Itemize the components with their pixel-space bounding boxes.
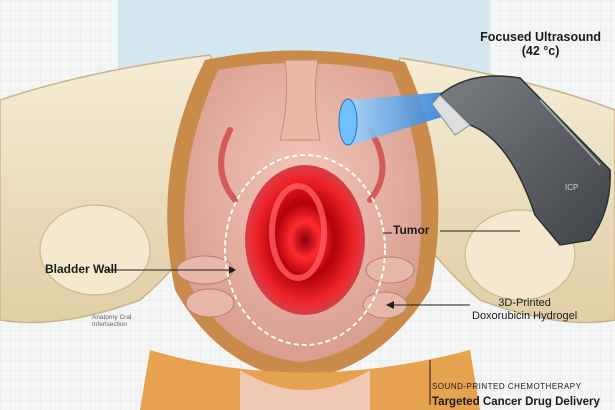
title-line-2: (42 °c) xyxy=(521,44,560,59)
tumor-label: Tumor xyxy=(393,223,430,237)
sound-printed-label: SOUND-PRINTED CHEMOTHERAPY xyxy=(432,382,582,391)
bladder-wall-outline xyxy=(224,154,386,346)
femoral-head-right xyxy=(464,209,576,301)
hydrogel-callout-arrow xyxy=(386,301,394,309)
anatomy-note-line-1: Anatomy Cral xyxy=(92,314,132,321)
colon-column xyxy=(279,59,321,141)
hydrogel-label: 3D-Printed Doxorubicin Hydrogel xyxy=(472,297,577,322)
vessel-left xyxy=(218,127,238,203)
pelvic-floor xyxy=(140,350,480,410)
femoral-head-left xyxy=(39,204,151,296)
organ-lobe-3 xyxy=(365,256,415,284)
tumor-core-ring xyxy=(269,183,327,281)
ultrasound-probe-icon: ICP xyxy=(431,75,611,246)
bladder-callout-arrow xyxy=(229,266,236,274)
beam-focus xyxy=(338,98,358,146)
svg-text:ICP: ICP xyxy=(565,183,578,192)
anatomy-note-label: Anatomy Cral Inferisection xyxy=(92,314,131,329)
targeted-delivery-label: Targeted Cancer Drug Delivery xyxy=(432,396,600,408)
anatomy-note-line-2: Inferisection xyxy=(92,321,128,329)
hydrogel-line-2: Doxorubicin Hydrogel xyxy=(472,309,578,322)
perineum xyxy=(240,370,370,410)
ultrasound-beam xyxy=(344,92,445,145)
organ-lobe-2 xyxy=(185,288,235,318)
bladder-wall-label: Bladder Wall xyxy=(45,262,118,276)
hydrogel-line-1: 3D-Printed xyxy=(498,297,551,309)
title-line-1: Focused Ultrasound xyxy=(480,30,601,44)
title-label: Focused Ultrasound (42 °c) xyxy=(480,30,601,59)
